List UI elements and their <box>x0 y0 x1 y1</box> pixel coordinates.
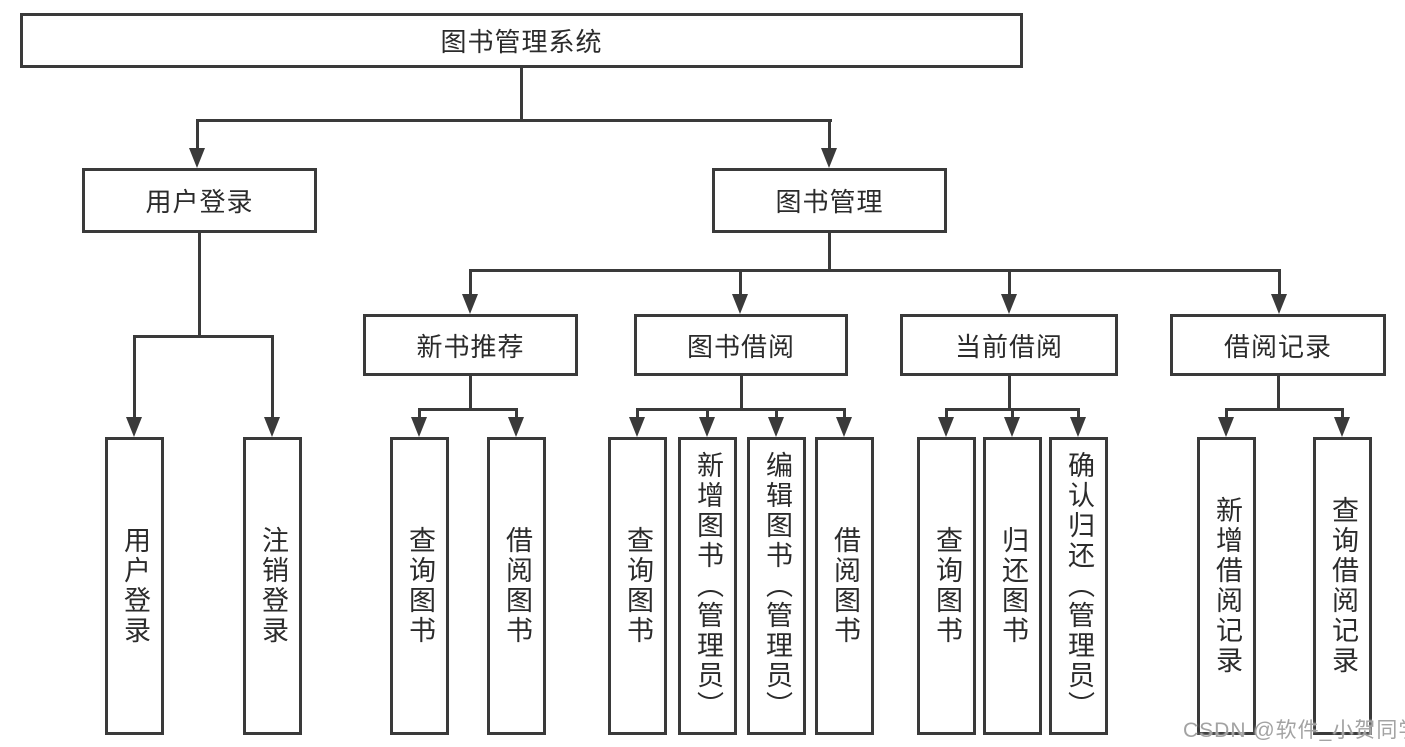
connector-line <box>1225 408 1228 420</box>
connector-line <box>828 119 831 150</box>
leaf-label: 查询图书 <box>405 526 435 646</box>
connector-line <box>133 335 274 338</box>
leaf-query-books-recommend: 查询图书 <box>390 437 449 735</box>
watermark: CSDN @软件_小贺同学 <box>1183 719 1405 742</box>
node-user-login: 用户登录 <box>82 168 317 233</box>
arrow-down-icon <box>1334 417 1350 437</box>
connector-line <box>1008 374 1011 410</box>
connector-line <box>469 374 472 410</box>
arrow-down-icon <box>1004 417 1020 437</box>
leaf-label: 借阅图书 <box>502 526 532 646</box>
leaf-return-books: 归还图书 <box>983 437 1042 735</box>
leaf-query-books-borrowing: 查询图书 <box>608 437 667 735</box>
connector-line <box>740 374 743 410</box>
arrow-down-icon <box>821 148 837 168</box>
node-book-borrowing: 图书借阅 <box>634 314 848 376</box>
leaf-label: 借阅图书 <box>830 526 860 646</box>
connector-line <box>1011 408 1014 420</box>
connector-line <box>1225 408 1344 411</box>
connector-line <box>1278 269 1281 296</box>
node-library-management-system: 图书管理系统 <box>20 13 1023 68</box>
node-label: 图书管理 <box>775 187 884 217</box>
arrow-down-icon <box>508 417 524 437</box>
arrow-down-icon <box>411 417 427 437</box>
arrow-down-icon <box>768 417 784 437</box>
connector-line <box>271 335 274 419</box>
leaf-label: 查询图书 <box>932 526 962 646</box>
connector-line <box>1277 374 1280 410</box>
leaf-label: 新增借阅记录 <box>1212 496 1242 676</box>
connector-line <box>418 408 421 420</box>
arrow-down-icon <box>126 417 142 437</box>
leaf-query-books-current: 查询图书 <box>917 437 976 735</box>
connector-line <box>196 119 832 122</box>
leaf-label: 查询图书 <box>623 526 653 646</box>
connector-line <box>706 408 709 420</box>
arrow-down-icon <box>264 417 280 437</box>
node-label: 用户登录 <box>145 187 254 217</box>
connector-line <box>515 408 518 420</box>
leaf-query-borrow-record: 查询借阅记录 <box>1313 437 1372 735</box>
arrow-down-icon <box>1271 294 1287 314</box>
leaf-edit-book-admin: 编辑图书（管理员） <box>747 437 806 735</box>
connector-line <box>520 66 523 121</box>
connector-line <box>828 231 831 271</box>
arrow-down-icon <box>836 417 852 437</box>
arrow-down-icon <box>1218 417 1234 437</box>
connector-line <box>133 335 136 419</box>
connector-line <box>418 408 518 411</box>
connector-line <box>739 269 742 296</box>
connector-line <box>469 269 1281 272</box>
arrow-down-icon <box>732 294 748 314</box>
leaf-add-borrow-record: 新增借阅记录 <box>1197 437 1256 735</box>
leaf-label: 确认归还（管理员） <box>1064 451 1094 721</box>
node-current-borrowing: 当前借阅 <box>900 314 1118 376</box>
connector-line <box>636 408 846 411</box>
connector-line <box>1341 408 1344 420</box>
leaf-confirm-return-admin: 确认归还（管理员） <box>1049 437 1108 735</box>
node-label: 借阅记录 <box>1223 331 1332 362</box>
leaf-label: 查询借阅记录 <box>1328 496 1358 676</box>
arrow-down-icon <box>699 417 715 437</box>
connector-line <box>1008 269 1011 296</box>
connector-line <box>636 408 639 420</box>
connector-line <box>775 408 778 420</box>
connector-line <box>469 269 472 296</box>
node-book-management: 图书管理 <box>712 168 947 233</box>
node-new-book-recommend: 新书推荐 <box>363 314 578 376</box>
connector-line <box>945 408 948 420</box>
leaf-label: 注销登录 <box>258 526 288 646</box>
leaf-label: 新增图书（管理员） <box>693 451 723 721</box>
arrow-down-icon <box>189 148 205 168</box>
arrow-down-icon <box>938 417 954 437</box>
leaf-borrow-books-borrowing: 借阅图书 <box>815 437 874 735</box>
arrow-down-icon <box>1070 417 1086 437</box>
connector-line <box>196 119 199 150</box>
arrow-down-icon <box>1001 294 1017 314</box>
leaf-label: 用户登录 <box>120 526 150 646</box>
leaf-user-login: 用户登录 <box>105 437 164 735</box>
leaf-add-book-admin: 新增图书（管理员） <box>678 437 737 735</box>
node-label: 当前借阅 <box>954 331 1063 362</box>
leaf-borrow-books-recommend: 借阅图书 <box>487 437 546 735</box>
leaf-label: 归还图书 <box>998 526 1028 646</box>
node-label: 新书推荐 <box>416 331 525 362</box>
node-label: 图书借阅 <box>686 331 795 362</box>
arrow-down-icon <box>462 294 478 314</box>
leaf-label: 编辑图书（管理员） <box>762 451 792 721</box>
node-label: 图书管理系统 <box>440 27 603 57</box>
node-borrowing-records: 借阅记录 <box>1170 314 1386 376</box>
connector-line <box>843 408 846 420</box>
connector-line <box>198 231 201 337</box>
arrow-down-icon <box>629 417 645 437</box>
connector-line <box>1077 408 1080 420</box>
leaf-logout: 注销登录 <box>243 437 302 735</box>
